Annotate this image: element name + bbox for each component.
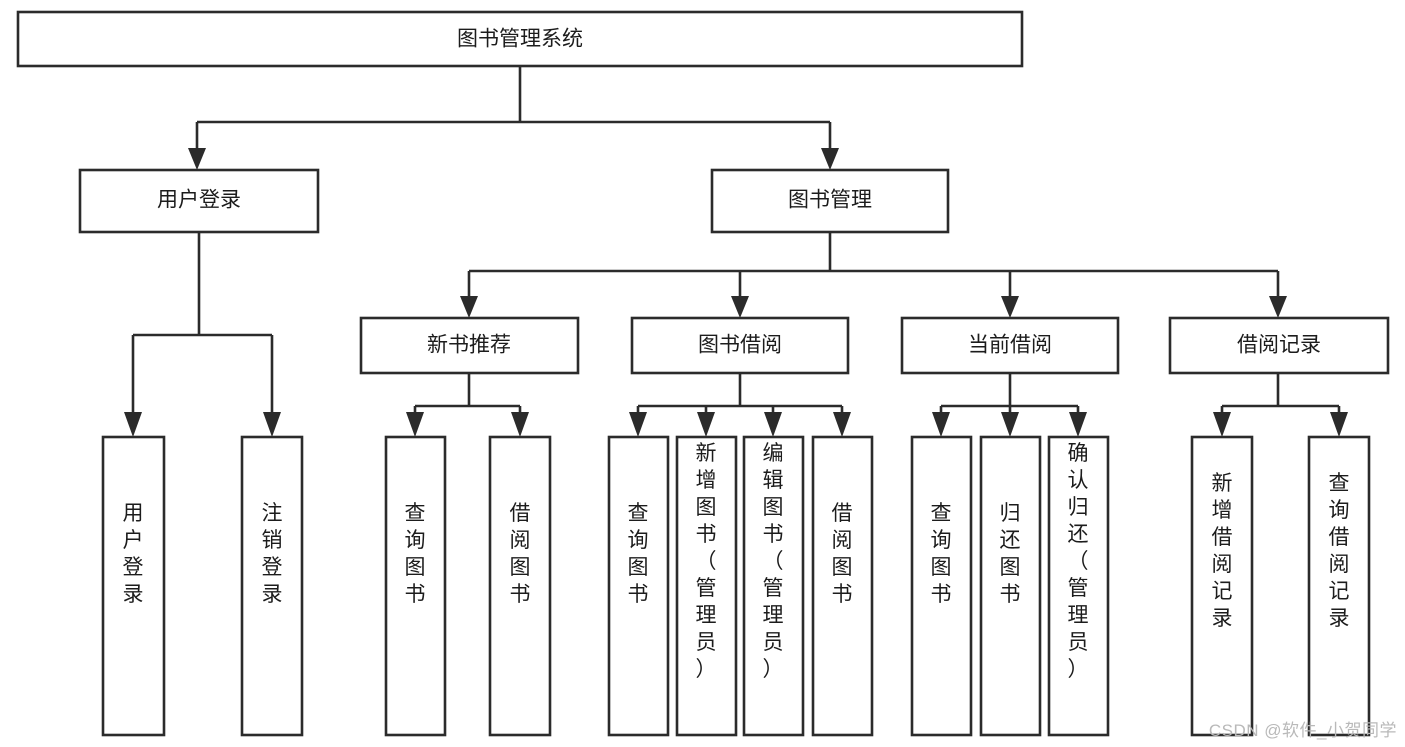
node-leaf-edit-book-label: 编辑图书（管理员）	[763, 442, 784, 681]
node-root-box[interactable]	[16, 10, 1024, 68]
node-leaf-edit-book[interactable]: 编辑图书（管理员）	[742, 435, 805, 737]
connector-group-current-borrow	[932, 373, 1087, 437]
node-leaf-query-book-1-box[interactable]	[384, 435, 447, 737]
arrow-head-leaf-query-book-2	[629, 412, 647, 437]
node-leaf-borrow-book-1-label: 借阅图书	[510, 502, 531, 606]
node-leaf-logout-login-label: 注销登录	[262, 502, 283, 606]
node-leaf-borrow-book-1[interactable]: 借阅图书	[488, 435, 552, 737]
node-leaf-add-book[interactable]: 新增图书（管理员）	[675, 435, 738, 737]
arrow-head-leaf-add-book	[697, 412, 715, 437]
arrow-head-leaf-query-book-1	[406, 412, 424, 437]
node-leaf-borrow-book-1-box[interactable]	[488, 435, 552, 737]
node-leaf-query-book-1-label: 查询图书	[405, 502, 426, 606]
node-leaf-query-record-label: 查询借阅记录	[1329, 472, 1350, 630]
node-current-borrow[interactable]: 当前借阅	[900, 316, 1120, 375]
connector-group-book-borrow	[629, 373, 851, 437]
arrow-head-leaf-borrow-book-2	[833, 412, 851, 437]
node-leaf-add-record-box[interactable]	[1190, 435, 1254, 737]
node-leaf-add-book-label: 新增图书（管理员）	[696, 442, 717, 681]
node-leaf-return-book-label: 归还图书	[1000, 502, 1021, 606]
arrow-head-borrow-record	[1269, 296, 1287, 318]
arrow-head-book-borrow	[731, 296, 749, 318]
node-leaf-confirm-return-box[interactable]	[1047, 435, 1110, 737]
arrow-head-leaf-query-record	[1330, 412, 1348, 437]
arrow-head-leaf-confirm-return	[1069, 412, 1087, 437]
node-new-book-rec-box[interactable]	[359, 316, 580, 375]
csdn-watermark: CSDN @软件_小贺同学	[1208, 721, 1397, 740]
arrow-head-user-login	[188, 148, 206, 170]
arrow-head-book-manage	[821, 148, 839, 170]
node-leaf-confirm-return-label: 确认归还（管理员）	[1068, 442, 1089, 681]
node-leaf-return-book[interactable]: 归还图书	[979, 435, 1042, 737]
node-book-borrow-box[interactable]	[630, 316, 850, 375]
node-leaf-user-login-box[interactable]	[101, 435, 166, 737]
node-leaf-confirm-return[interactable]: 确认归还（管理员）	[1047, 435, 1110, 737]
node-root[interactable]: 图书管理系统	[16, 10, 1024, 68]
node-leaf-query-book-3[interactable]: 查询图书	[910, 435, 973, 737]
node-current-borrow-label: 当前借阅	[968, 334, 1052, 357]
node-leaf-query-book-2-box[interactable]	[607, 435, 670, 737]
node-leaf-add-record[interactable]: 新增借阅记录	[1190, 435, 1254, 737]
node-leaf-return-book-box[interactable]	[979, 435, 1042, 737]
node-leaf-add-book-box[interactable]	[675, 435, 738, 737]
arrow-head-leaf-user-login	[124, 412, 142, 437]
node-leaf-user-login-label: 用户登录	[123, 502, 144, 606]
node-borrow-record-label: 借阅记录	[1237, 334, 1321, 357]
arrow-head-leaf-logout-login	[263, 412, 281, 437]
node-leaf-query-record[interactable]: 查询借阅记录	[1307, 435, 1371, 737]
node-current-borrow-box[interactable]	[900, 316, 1120, 375]
node-user-login-label: 用户登录	[157, 189, 241, 212]
arrow-head-new-book-rec	[460, 296, 478, 318]
node-leaf-borrow-book-2-box[interactable]	[811, 435, 874, 737]
node-borrow-record[interactable]: 借阅记录	[1168, 316, 1390, 375]
node-leaf-user-login[interactable]: 用户登录	[101, 435, 166, 737]
arrow-head-leaf-query-book-3	[932, 412, 950, 437]
arrow-head-leaf-return-book	[1001, 412, 1019, 437]
node-book-manage-label: 图书管理	[788, 189, 872, 212]
node-leaf-borrow-book-2-label: 借阅图书	[832, 502, 853, 606]
node-new-book-rec-label: 新书推荐	[427, 334, 511, 357]
node-book-borrow-label: 图书借阅	[698, 334, 782, 357]
connector-group-book-manage	[460, 232, 1287, 318]
connector-group-new-book-rec	[406, 373, 529, 437]
node-leaf-query-book-3-box[interactable]	[910, 435, 973, 737]
node-book-borrow[interactable]: 图书借阅	[630, 316, 850, 375]
node-book-manage-box[interactable]	[710, 168, 950, 234]
connector-group-root	[188, 66, 839, 170]
arrow-head-leaf-add-record	[1213, 412, 1231, 437]
node-user-login-box[interactable]	[78, 168, 320, 234]
node-user-login[interactable]: 用户登录	[78, 168, 320, 234]
node-new-book-rec[interactable]: 新书推荐	[359, 316, 580, 375]
node-leaf-query-book-2-label: 查询图书	[628, 502, 649, 606]
node-root-label: 图书管理系统	[457, 28, 583, 51]
node-leaf-query-book-3-label: 查询图书	[931, 502, 952, 606]
arrow-head-leaf-borrow-book-1	[511, 412, 529, 437]
node-leaf-borrow-book-2[interactable]: 借阅图书	[811, 435, 874, 737]
node-leaf-query-book-2[interactable]: 查询图书	[607, 435, 670, 737]
node-book-manage[interactable]: 图书管理	[710, 168, 950, 234]
node-leaf-query-record-box[interactable]	[1307, 435, 1371, 737]
arrow-head-leaf-edit-book	[764, 412, 782, 437]
node-leaf-query-book-1[interactable]: 查询图书	[384, 435, 447, 737]
connector-group-borrow-record	[1213, 373, 1348, 437]
node-leaf-add-record-label: 新增借阅记录	[1212, 472, 1233, 630]
node-leaf-edit-book-box[interactable]	[742, 435, 805, 737]
connector-group-user-login	[124, 232, 281, 437]
arrow-head-current-borrow	[1001, 296, 1019, 318]
node-borrow-record-box[interactable]	[1168, 316, 1390, 375]
node-leaf-logout-login-box[interactable]	[240, 435, 304, 737]
node-leaf-logout-login[interactable]: 注销登录	[240, 435, 304, 737]
